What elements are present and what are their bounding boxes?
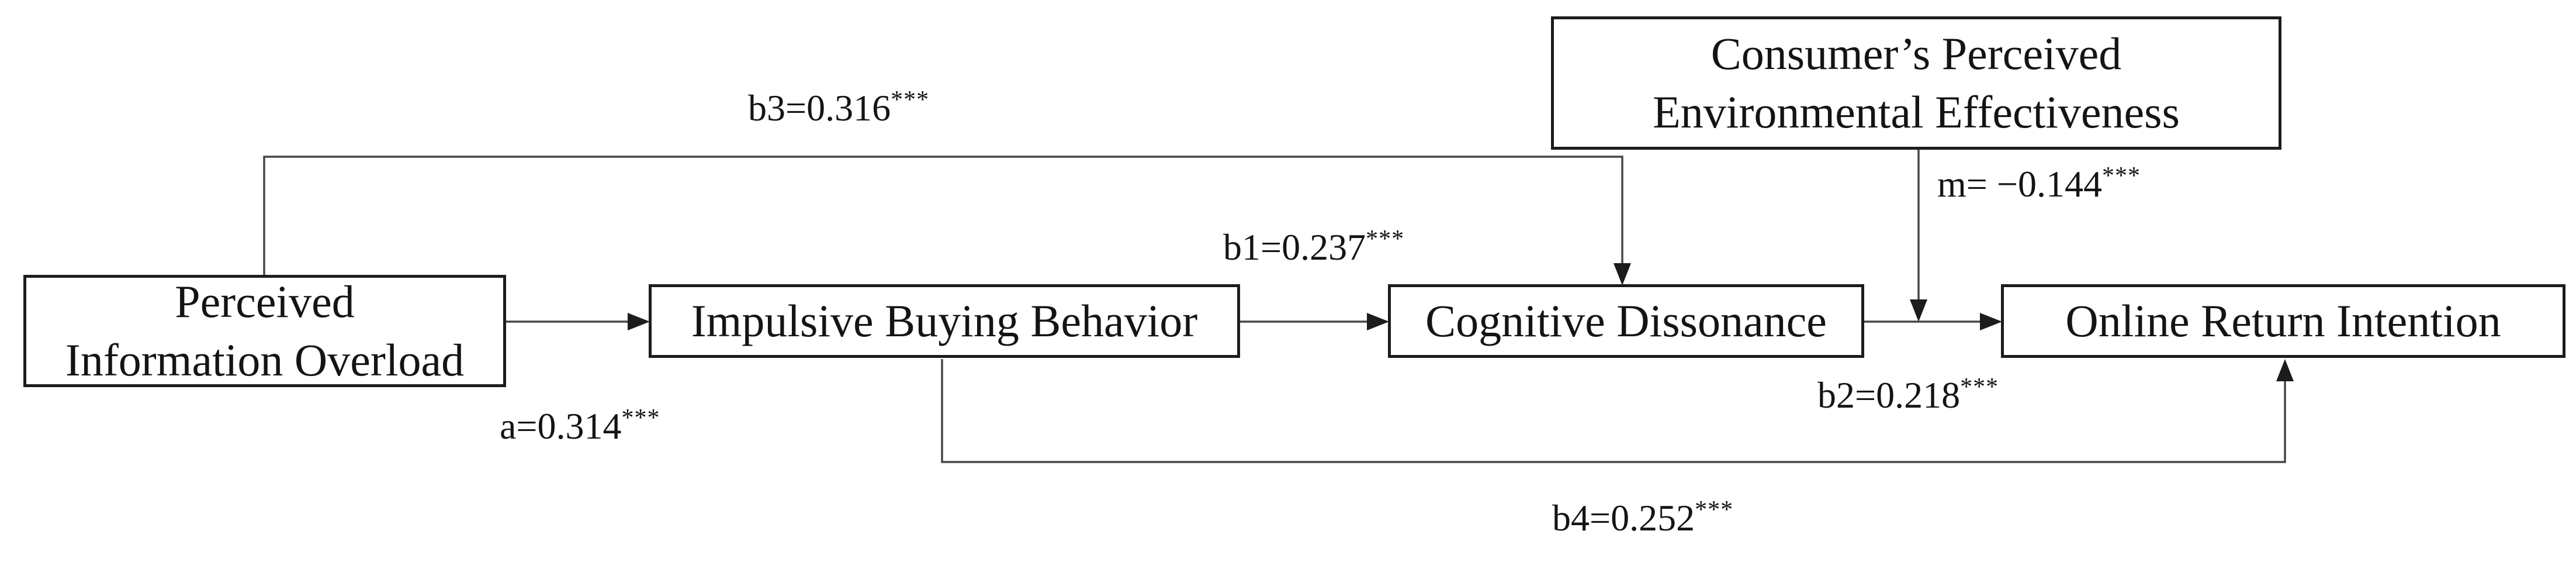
arrow-b1-ibb-to-cd <box>1240 313 1389 330</box>
path-label-b3: b3=0.316*** <box>748 87 930 132</box>
box-cognitive-dissonance: Cognitive Dissonance <box>1388 284 1864 358</box>
coefficient-text: a=0.314 <box>500 405 622 447</box>
path-label-b1: b1=0.237*** <box>1223 226 1405 271</box>
box-label-line: Environmental Effectiveness <box>1653 87 2180 137</box>
significance-stars: *** <box>1366 226 1405 253</box>
box-label-line: Consumer’s Perceived <box>1711 28 2122 80</box>
path-label-a: a=0.314*** <box>500 405 660 450</box>
box-consumers-perceived-environmental-effectiveness: Consumer’s Perceived Environmental Effec… <box>1551 16 2281 150</box>
significance-stars: *** <box>891 87 930 113</box>
arrow-b2-cd-to-ori <box>1864 313 2002 330</box>
arrow-m-cpee-to-b2path <box>1910 150 1927 322</box>
box-label-line: Impulsive Buying Behavior <box>691 295 1198 347</box>
significance-stars: *** <box>1695 497 1734 523</box>
arrow-b4-ibb-to-ori <box>941 359 2294 463</box>
box-perceived-information-overload: Perceived Information Overload <box>23 275 506 387</box>
box-impulsive-buying-behavior: Impulsive Buying Behavior <box>649 284 1240 358</box>
coefficient-text: m= −0.144 <box>1937 163 2102 205</box>
coefficient-text: b2=0.218 <box>1817 374 1961 416</box>
arrow-a-pio-to-ibb <box>506 313 650 330</box>
box-label-line: Online Return Intention <box>2065 295 2501 347</box>
significance-stars: *** <box>1960 374 1999 401</box>
coefficient-text: b3=0.316 <box>748 87 891 129</box>
path-label-b4: b4=0.252*** <box>1552 497 1734 542</box>
box-label-line: Cognitive Dissonance <box>1425 295 1827 347</box>
coefficient-text: b4=0.252 <box>1552 497 1695 539</box>
path-label-m: m= −0.144*** <box>1937 163 2141 208</box>
arrow-b3-pio-to-cd <box>263 156 1631 285</box>
box-label-line: Information Overload <box>65 335 465 385</box>
path-label-b2: b2=0.218*** <box>1817 374 1999 419</box>
significance-stars: *** <box>2101 163 2141 189</box>
box-online-return-intention: Online Return Intention <box>2001 284 2565 358</box>
significance-stars: *** <box>621 405 660 432</box>
coefficient-text: b1=0.237 <box>1223 226 1366 268</box>
box-label-line: Perceived <box>175 276 355 327</box>
